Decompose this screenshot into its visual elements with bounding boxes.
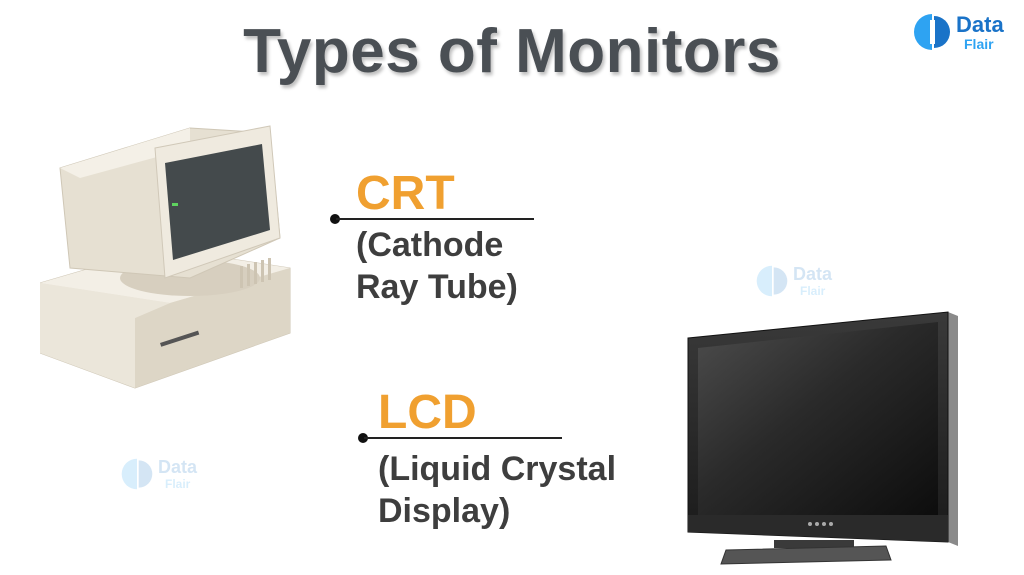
watermark-text-flair: Flair (165, 477, 191, 491)
crt-description-line1: (Cathode (356, 226, 504, 264)
lcd-pointer-line (364, 437, 562, 439)
brand-logo: Data Flair (912, 8, 1012, 60)
crt-pointer-dot (330, 214, 340, 224)
logo-text-flair: Flair (964, 36, 994, 52)
watermark-icon (121, 458, 153, 490)
page-title: Types of Monitors (243, 17, 781, 86)
watermark-text-data: Data (793, 264, 833, 284)
crt-pointer-line (336, 218, 534, 220)
watermark-icon (756, 265, 788, 297)
crt-abbreviation: CRT (356, 167, 455, 220)
logo-text-data: Data (956, 12, 1004, 37)
crt-monitor-icon (40, 125, 291, 389)
lcd-description: (Liquid Crystal Display) (378, 448, 616, 532)
crt-description: (Cathode Ray Tube) (356, 224, 518, 308)
lcd-abbreviation: LCD (378, 386, 477, 439)
lcd-description-line2: Display) (378, 492, 511, 530)
watermark: Data Flair (120, 455, 230, 500)
dataflair-logo-icon (914, 14, 950, 50)
lcd-pointer-dot (358, 433, 368, 443)
watermark-text-data: Data (158, 457, 198, 477)
crt-description-line2: Ray Tube) (356, 268, 518, 306)
lcd-description-line1: (Liquid Crystal (378, 450, 617, 488)
watermark-text-flair: Flair (800, 284, 826, 298)
watermark: Data Flair (755, 262, 865, 307)
lcd-tv-icon (687, 311, 958, 565)
